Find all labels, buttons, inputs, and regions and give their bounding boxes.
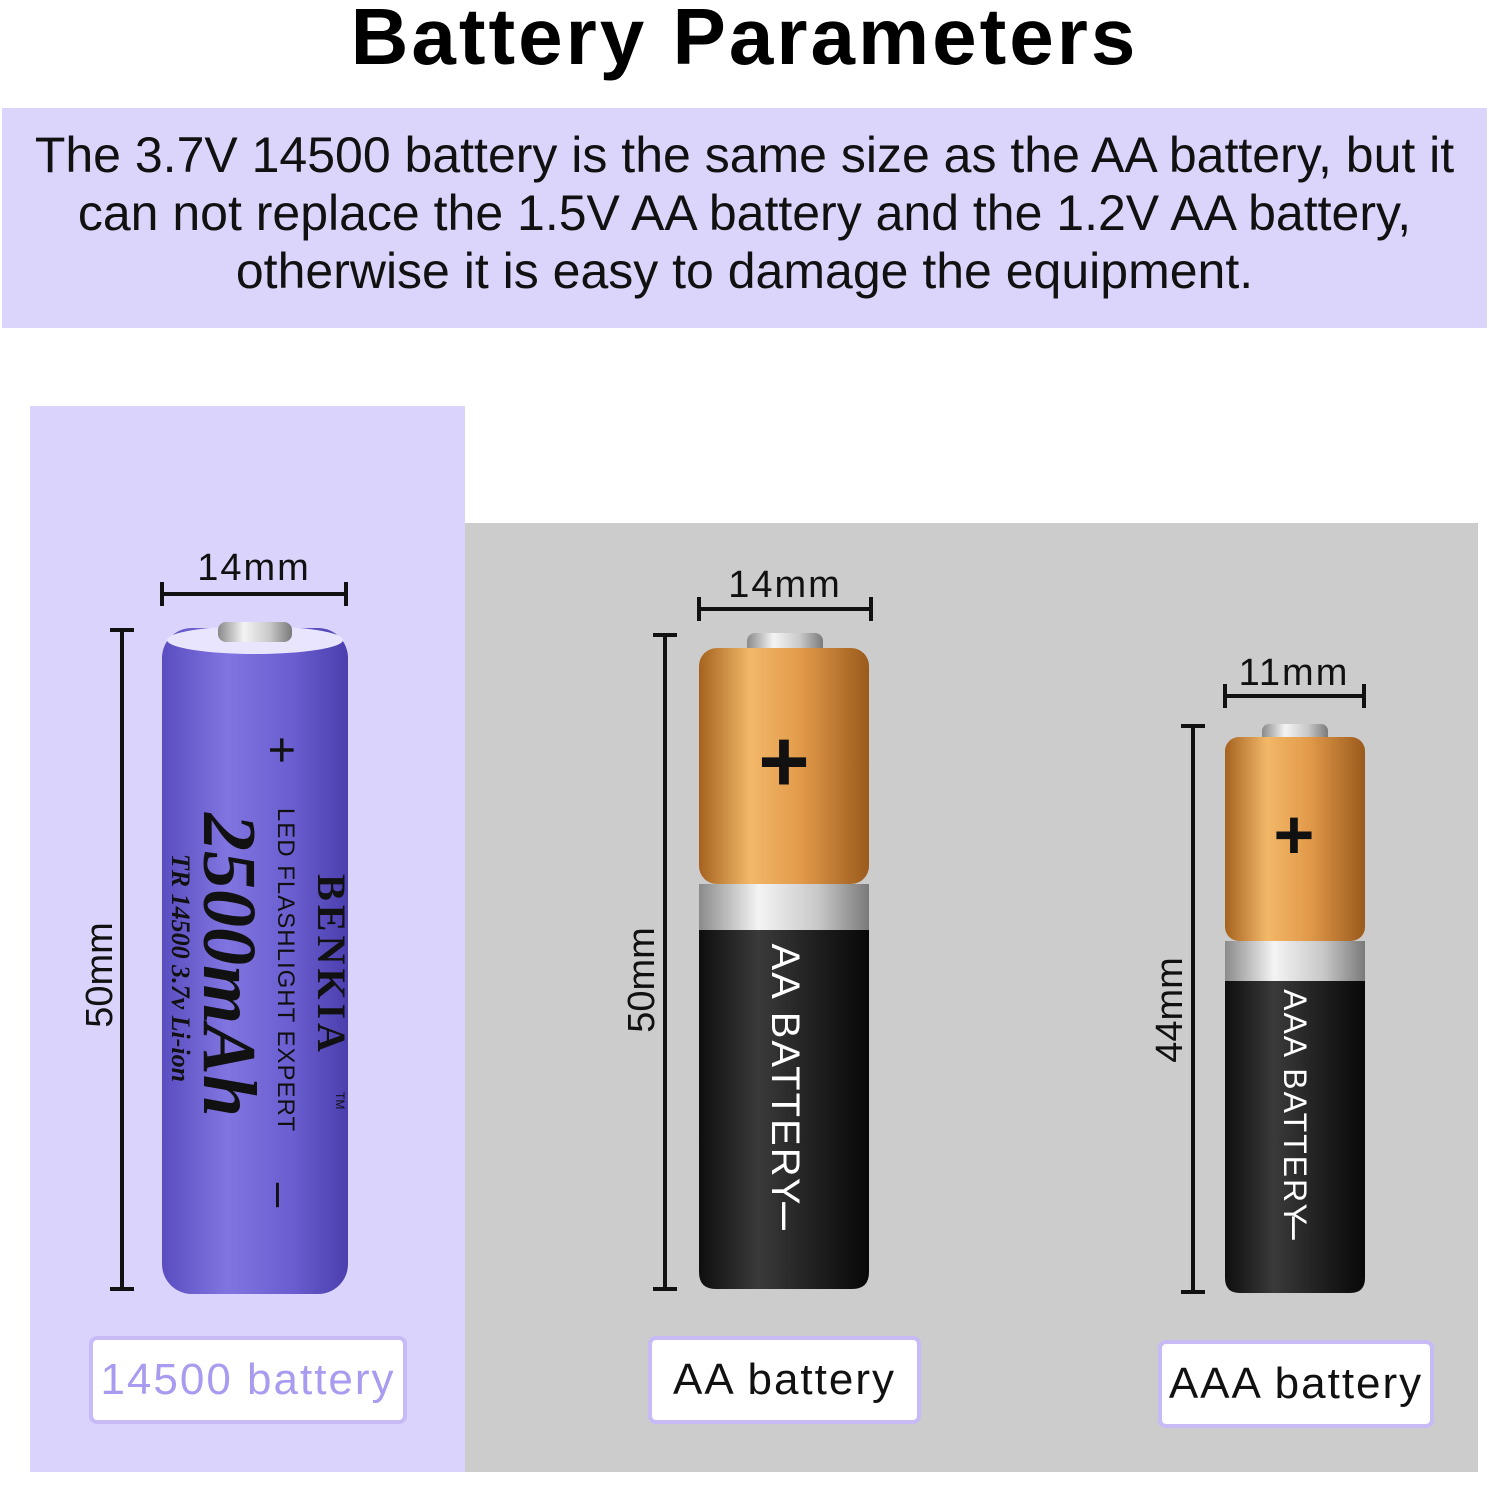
width-label-aaa: 11mm <box>1239 652 1350 694</box>
aa-silver-band <box>699 884 869 930</box>
plus-sign-aaa: + <box>1274 795 1315 873</box>
trademark-mark: TM <box>333 1092 347 1109</box>
height-dimension-14500 <box>110 628 134 1291</box>
height-label-aa: 50mm <box>621 927 663 1033</box>
width-dimension-aa <box>697 597 873 621</box>
description-band <box>2 108 1487 328</box>
plus-sign-14500: + <box>254 736 307 764</box>
model-text: TR 14500 3.7v Li-ion <box>166 854 195 1082</box>
capacity-text: 2500mAh <box>187 812 271 1117</box>
aaa-copper-cap <box>1225 737 1365 941</box>
brand-tagline: LED FLASHLIGHT EXPERT <box>272 808 299 1132</box>
minus-sign-aa: – <box>760 1202 816 1230</box>
aa-copper-cap <box>699 648 869 884</box>
aaa-black-body <box>1225 981 1365 1293</box>
height-dimension-aaa <box>1181 724 1205 1294</box>
height-label-14500: 50mm <box>79 922 121 1028</box>
page-title: Battery Parameters <box>350 0 1139 81</box>
label-aa-battery: AA battery <box>648 1336 921 1424</box>
aaa-body-text: AAA BATTERY <box>1277 989 1313 1227</box>
battery-aa: 14mm 50mm + AA BATTERY – <box>621 564 873 1291</box>
height-label-aaa: 44mm <box>1149 957 1191 1063</box>
battery-aaa: 11mm 44mm + AAA BATTERY – <box>1149 652 1366 1294</box>
aa-body-text: AA BATTERY <box>763 943 807 1206</box>
width-label-aa: 14mm <box>728 564 842 606</box>
aaa-silver-band <box>1225 941 1365 981</box>
battery-14500: 14mm 50mm + BENKIA TM LED FLASHLIGHT EXP… <box>79 547 354 1294</box>
li-ion-cell-body <box>162 628 348 1294</box>
minus-sign-aaa: – <box>1274 1216 1321 1240</box>
width-dimension-aaa <box>1223 684 1366 708</box>
description-text: The 3.7V 14500 battery is the same size … <box>34 127 1455 299</box>
positive-terminal-icon <box>218 622 292 642</box>
minus-sign-14500: – <box>256 1183 305 1208</box>
height-dimension-aa <box>653 633 677 1291</box>
label-aaa-battery: AAA battery <box>1158 1340 1434 1428</box>
label-14500-battery: 14500 battery <box>89 1336 407 1424</box>
width-dimension-14500 <box>160 582 348 606</box>
width-label-14500: 14mm <box>197 547 311 589</box>
brand-name: BENKIA <box>309 874 354 1056</box>
plus-sign-aa: + <box>758 711 809 810</box>
aa-black-body <box>699 930 869 1289</box>
